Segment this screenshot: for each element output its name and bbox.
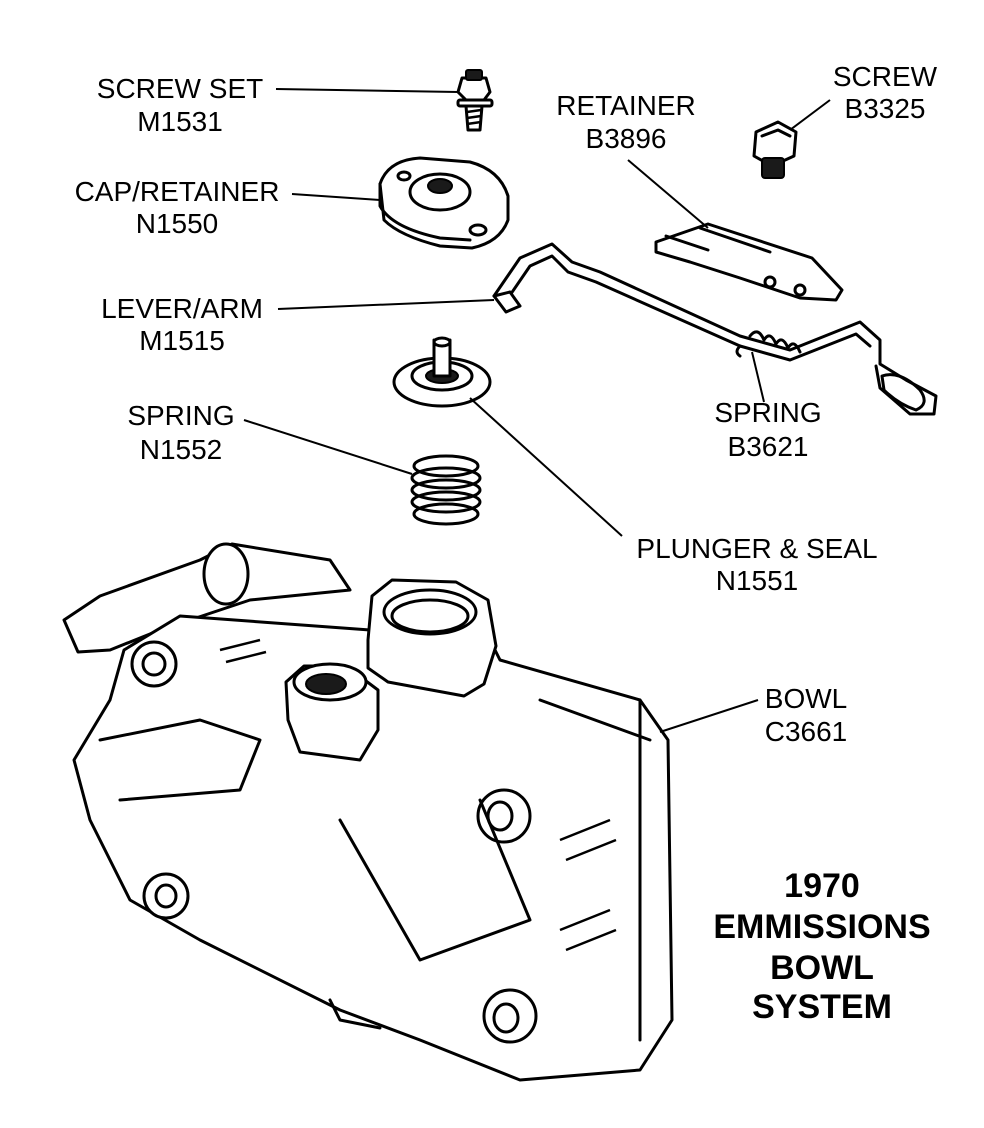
screw-leader xyxy=(789,99,831,131)
svg-text:SPRING: SPRING xyxy=(127,400,234,431)
svg-text:PLUNGER & SEAL: PLUNGER & SEAL xyxy=(636,533,877,564)
svg-text:N1552: N1552 xyxy=(140,434,223,465)
retainer-label: RETAINER B3896 xyxy=(556,90,696,154)
lever-arm-part xyxy=(492,242,938,416)
plunger-seal-part xyxy=(392,336,492,408)
spring-lever-leader xyxy=(751,351,765,403)
svg-text:1970: 1970 xyxy=(784,867,860,905)
screw-set-leader xyxy=(275,88,459,93)
svg-text:N1550: N1550 xyxy=(136,208,219,239)
svg-text:BOWL: BOWL xyxy=(765,683,847,714)
svg-text:BOWL: BOWL xyxy=(770,949,874,987)
svg-text:SYSTEM: SYSTEM xyxy=(752,988,892,1026)
svg-text:SPRING: SPRING xyxy=(714,397,821,428)
svg-text:RETAINER: RETAINER xyxy=(556,90,696,121)
cap-retainer-part xyxy=(378,156,510,250)
lever-arm-label: LEVER/ARM M1515 xyxy=(101,293,263,356)
bowl-part xyxy=(62,542,674,1082)
svg-text:B3621: B3621 xyxy=(728,431,809,462)
svg-text:EMMISSIONS: EMMISSIONS xyxy=(713,908,930,946)
svg-text:LEVER/ARM: LEVER/ARM xyxy=(101,293,263,324)
bowl-label: BOWL C3661 xyxy=(765,683,848,747)
retainer-leader xyxy=(627,159,709,229)
svg-text:CAP/RETAINER: CAP/RETAINER xyxy=(75,176,280,207)
svg-text:SCREW: SCREW xyxy=(833,61,938,92)
lever-arm-leader xyxy=(277,299,495,310)
plunger-seal-label: PLUNGER & SEAL N1551 xyxy=(636,533,877,596)
plunger-seal-leader xyxy=(469,397,623,537)
svg-text:N1551: N1551 xyxy=(716,565,799,596)
svg-text:SCREW SET: SCREW SET xyxy=(97,73,263,104)
svg-text:C3661: C3661 xyxy=(765,716,848,747)
svg-text:M1531: M1531 xyxy=(137,106,223,137)
screw-set-part xyxy=(456,69,494,132)
screw-label: SCREW B3325 xyxy=(833,61,938,124)
spring-small-part xyxy=(410,454,482,526)
spring-lever-label: SPRING B3621 xyxy=(714,397,821,462)
svg-text:B3325: B3325 xyxy=(845,93,926,124)
svg-text:B3896: B3896 xyxy=(586,123,667,154)
diagram-title: 1970 EMMISSIONS BOWL SYSTEM xyxy=(713,867,930,1026)
svg-text:M1515: M1515 xyxy=(139,325,225,356)
screw-set-label: SCREW SET M1531 xyxy=(97,73,263,137)
cap-retainer-label: CAP/RETAINER N1550 xyxy=(75,176,280,239)
retainer-part xyxy=(654,222,844,302)
spring-small-leader xyxy=(243,419,413,475)
cap-retainer-leader xyxy=(291,193,381,201)
spring-small-label: SPRING N1552 xyxy=(127,400,234,465)
bowl-leader xyxy=(659,699,759,733)
screw-part xyxy=(752,120,798,179)
